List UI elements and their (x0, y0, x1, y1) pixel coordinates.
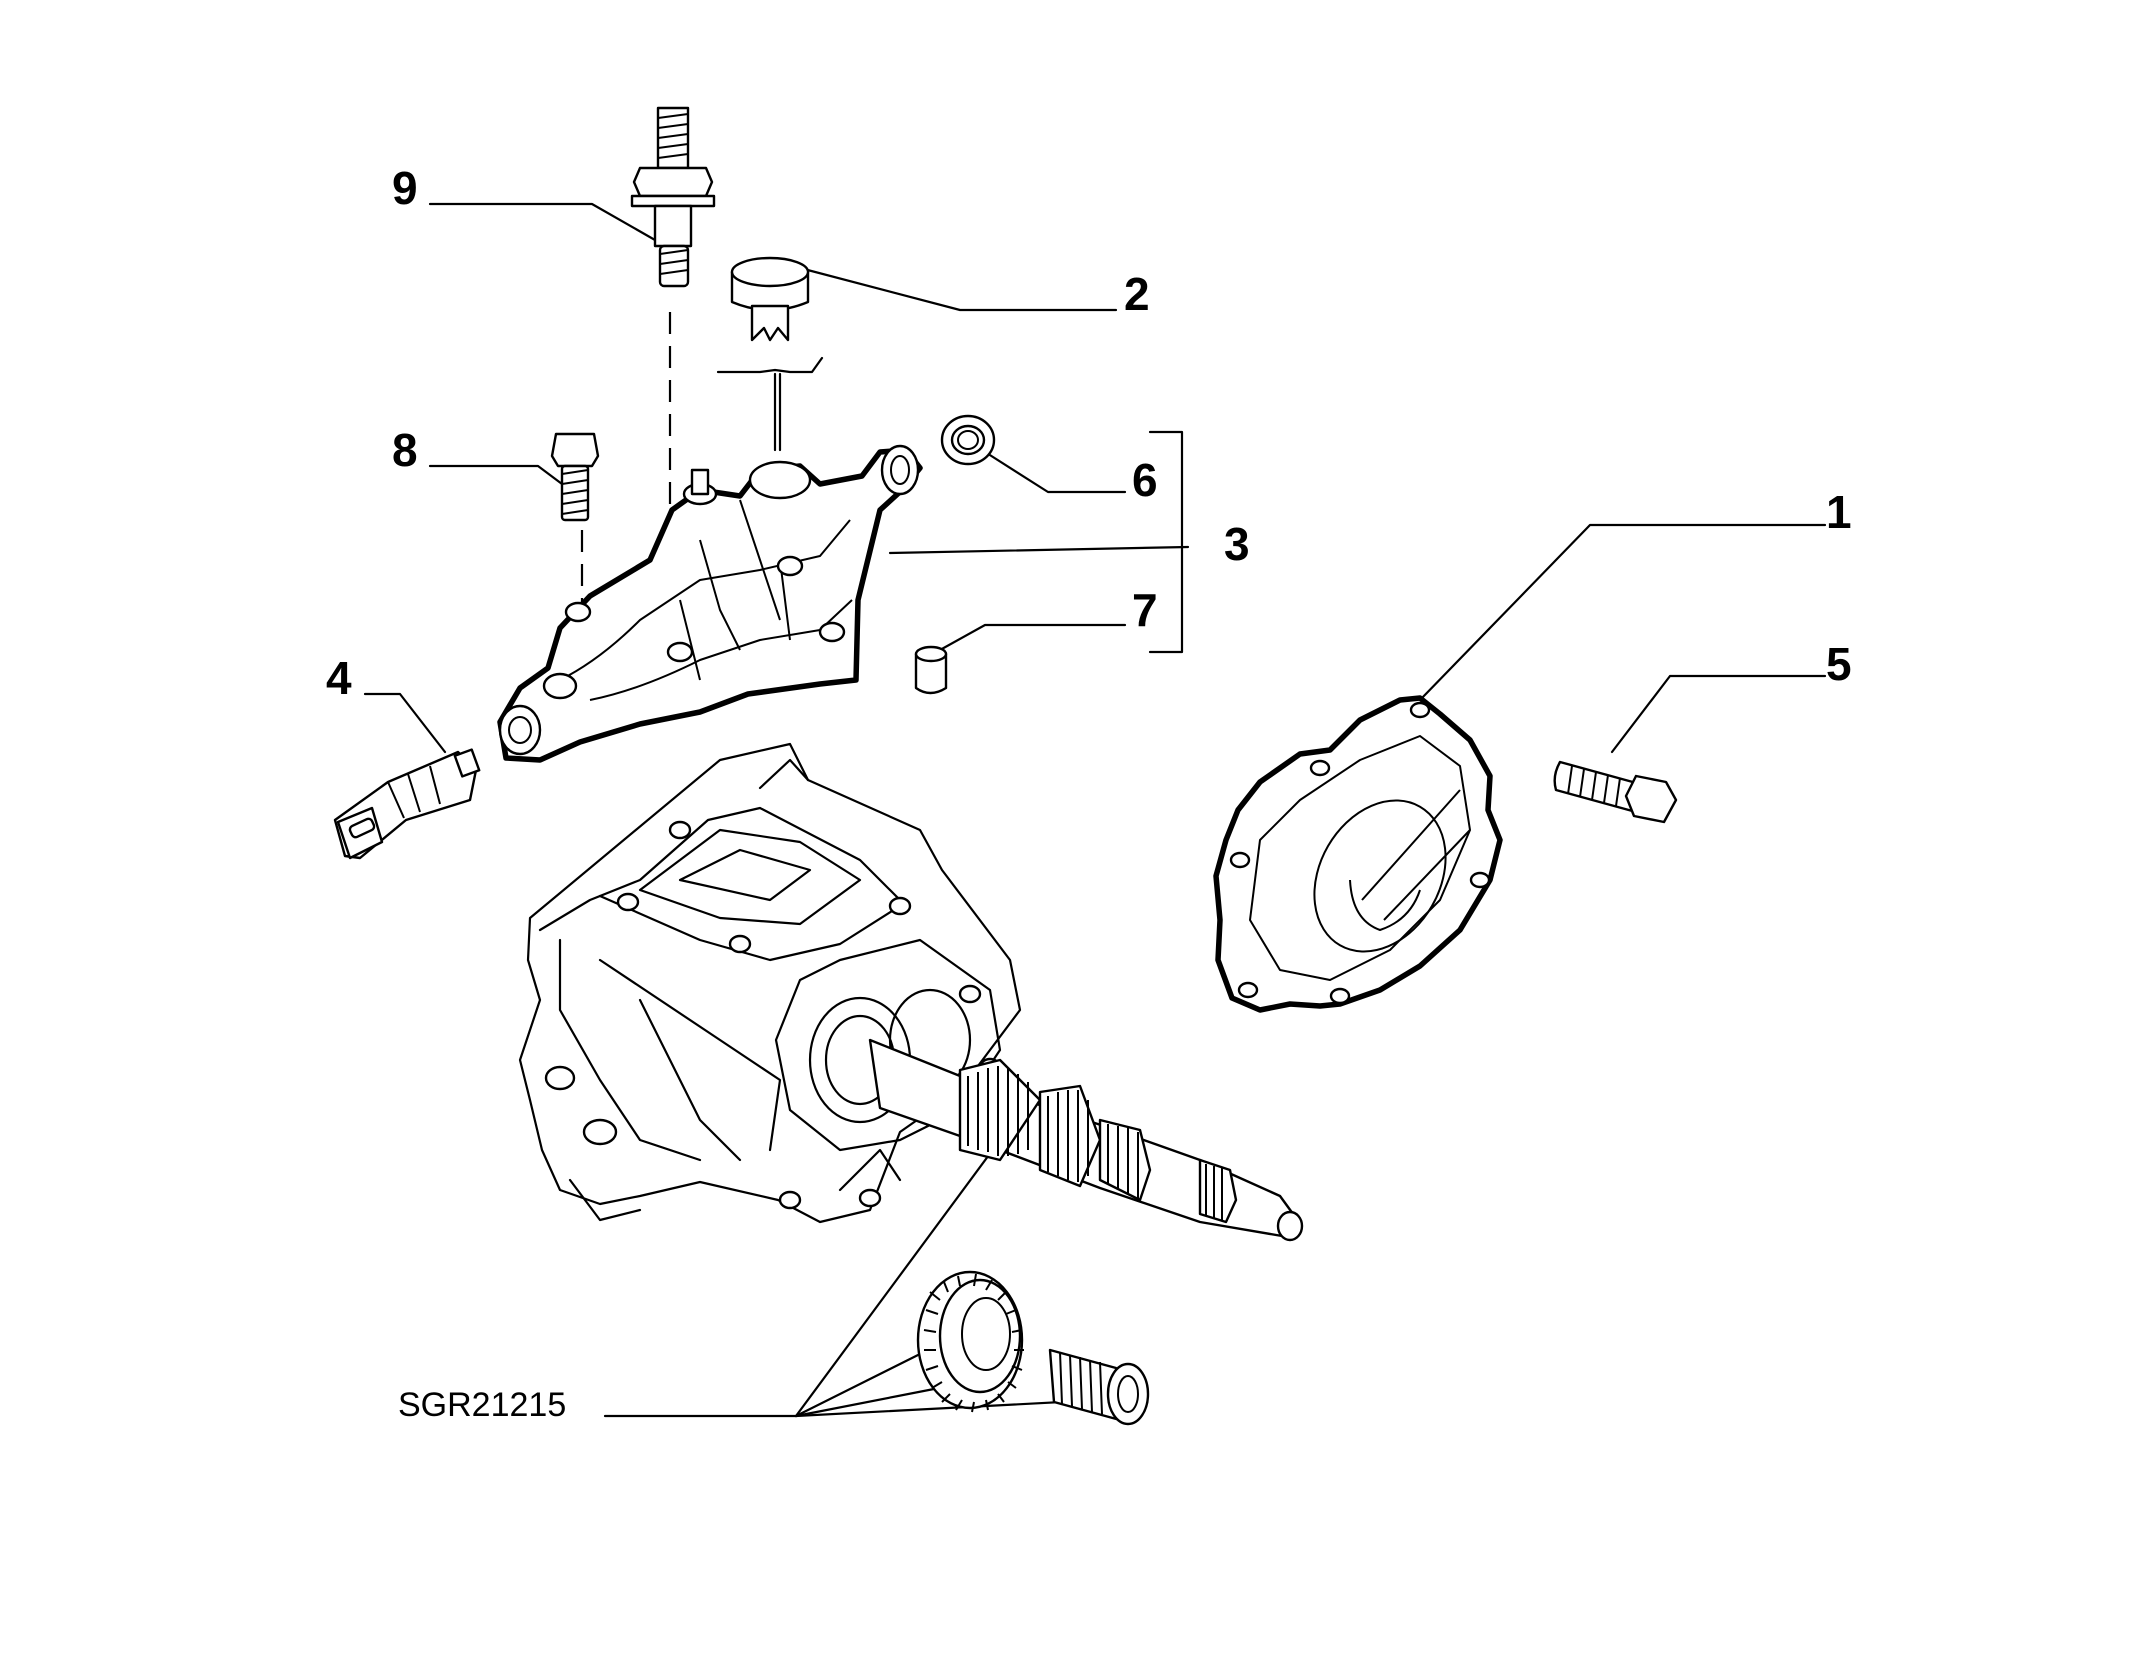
callout-8: 8 (392, 424, 418, 476)
cover-bolt-part (1553, 760, 1678, 824)
leader-code-c (794, 1398, 1102, 1418)
leader-lines (363, 202, 1827, 1418)
leader-8 (428, 464, 572, 492)
leader-9 (428, 202, 657, 242)
callout-2: 2 (1124, 268, 1150, 320)
leader-2 (798, 266, 1118, 312)
callout-labels: 9 2 8 6 3 7 1 5 4 SGR21215 (326, 162, 1852, 1424)
breather-cap-part (730, 256, 810, 342)
needle-bearing-part (1048, 1348, 1150, 1426)
callout-5: 5 (1826, 638, 1852, 690)
leader-7 (938, 623, 1127, 652)
loose-gear-part (916, 1270, 1024, 1413)
callout-9: 9 (392, 162, 418, 214)
drawing-code: SGR21215 (398, 1386, 566, 1424)
leader-1 (1418, 523, 1827, 702)
housing-cover-part (1213, 695, 1503, 1013)
leader-4 (363, 692, 447, 754)
leader-code-b (794, 1353, 920, 1418)
callout-6: 6 (1132, 454, 1158, 506)
stud-bolt-part (630, 106, 716, 288)
gearbox-housing-part (518, 742, 1022, 1224)
upper-cover-part (497, 444, 923, 763)
bracket-3 (1148, 430, 1184, 654)
leader-6 (980, 448, 1127, 494)
short-bolt-part (550, 432, 600, 522)
leader-3 (888, 545, 1190, 555)
callout-3: 3 (1224, 518, 1250, 570)
dowel-bush-part (914, 645, 948, 695)
sensor-switch-part (333, 748, 481, 860)
leader-code-a (794, 1138, 1002, 1418)
oil-seal-part (940, 414, 996, 466)
callout-1: 1 (1826, 486, 1852, 538)
callout-7: 7 (1132, 584, 1158, 636)
callout-4: 4 (326, 652, 352, 704)
leader-5 (1610, 674, 1827, 754)
gear-shaft-part (868, 1038, 1304, 1242)
